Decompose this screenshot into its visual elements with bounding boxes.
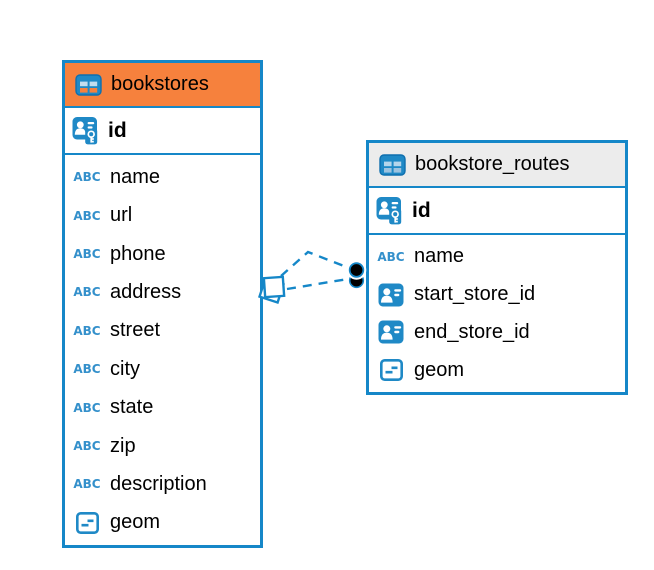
table-bookstore-routes[interactable]: bookstore_routes id ABC name start_store_i… — [366, 140, 628, 395]
field-row-start_store_id[interactable]: start_store_id — [369, 276, 625, 314]
abc-text-icon: ABC — [377, 249, 405, 264]
geometry-icon — [73, 511, 101, 534]
field-label: name — [414, 245, 465, 268]
field-label: url — [110, 204, 133, 227]
table-title: bookstores — [111, 73, 209, 95]
abc-text-icon: ABC — [73, 208, 101, 223]
field-row-geom[interactable]: geom — [369, 351, 625, 389]
field-label: start_store_id — [414, 283, 536, 306]
primary-key-label: id — [412, 198, 431, 222]
field-row-zip[interactable]: ABC zip — [65, 427, 260, 465]
primary-key-row[interactable]: id — [65, 108, 260, 155]
field-label: geom — [110, 511, 161, 534]
primary-key-row[interactable]: id — [369, 188, 625, 235]
field-label: name — [110, 165, 161, 188]
geometry-icon — [377, 359, 405, 382]
stacked-squares-marker[interactable] — [258, 275, 286, 304]
field-row-end_store_id[interactable]: end_store_id — [369, 314, 625, 352]
field-label: street — [110, 319, 161, 342]
field-row-phone[interactable]: ABC phone — [65, 235, 260, 273]
field-label: city — [110, 357, 140, 380]
relationship-line-upper[interactable] — [280, 250, 350, 277]
primary-key-icon — [72, 116, 100, 145]
table-title: bookstore_routes — [415, 153, 570, 175]
field-label: geom — [414, 358, 465, 381]
abc-text-icon: ABC — [73, 439, 101, 454]
field-label: zip — [110, 434, 136, 457]
field-row-street[interactable]: ABC street — [65, 312, 260, 350]
field-row-geom[interactable]: geom — [65, 504, 260, 542]
table-bookstore-routes-header[interactable]: bookstore_routes — [369, 143, 625, 188]
abc-text-icon: ABC — [73, 285, 101, 300]
primary-key-label: id — [108, 118, 127, 142]
abc-text-icon: ABC — [73, 400, 101, 415]
field-row-state[interactable]: ABC state — [65, 388, 260, 426]
table-bookstores-header[interactable]: bookstores — [65, 63, 260, 108]
abc-text-icon: ABC — [73, 247, 101, 262]
table-icon — [378, 153, 406, 177]
reference-icon — [377, 320, 405, 344]
table-icon — [74, 73, 102, 97]
primary-key-icon — [376, 196, 404, 225]
field-row-url[interactable]: ABC url — [65, 196, 260, 234]
field-row-city[interactable]: ABC city — [65, 350, 260, 388]
abc-text-icon: ABC — [73, 477, 101, 492]
abc-text-icon: ABC — [73, 170, 101, 185]
field-row-name[interactable]: ABC name — [369, 238, 625, 276]
field-label: address — [110, 280, 182, 303]
field-row-address[interactable]: ABC address — [65, 273, 260, 311]
field-label: phone — [110, 242, 166, 265]
field-label: state — [110, 396, 154, 419]
abc-text-icon: ABC — [73, 362, 101, 377]
field-row-name[interactable]: ABC name — [65, 158, 260, 196]
field-label: end_store_id — [414, 320, 530, 343]
field-label: description — [110, 472, 207, 495]
reference-icon — [377, 283, 405, 307]
relationship-line-lower[interactable] — [286, 277, 349, 291]
abc-text-icon: ABC — [73, 323, 101, 338]
field-row-description[interactable]: ABC description — [65, 465, 260, 503]
stacked-circles-marker[interactable] — [346, 260, 367, 289]
